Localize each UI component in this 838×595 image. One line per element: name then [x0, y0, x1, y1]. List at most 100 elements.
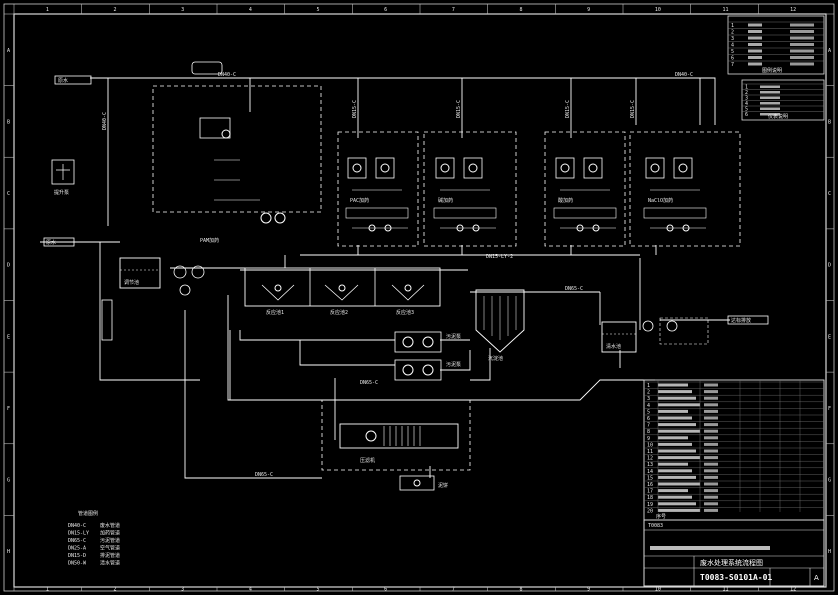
table-mid-row-num: 2	[745, 90, 748, 96]
title-block: 废水处理系统流程图 T0083-S0101A-01 A T0083	[643, 519, 825, 587]
table-top-cell	[790, 43, 814, 46]
project-code: T0083	[648, 523, 663, 529]
equipment-spec-cell	[704, 429, 718, 433]
main-pipe-network	[40, 77, 730, 479]
pipe-label-mid: DN15-LY-2	[486, 254, 513, 260]
package-box-1	[152, 85, 322, 213]
legend-code: DN25-A	[68, 546, 86, 552]
border-row-label: F	[828, 406, 831, 412]
drawing-number: T0083-S0101A-01	[700, 573, 772, 582]
equipment-spec-cell	[704, 423, 718, 427]
border-col-label: 2	[114, 587, 117, 593]
table-top-row-num: 3	[731, 36, 734, 42]
border-col-label: 5	[317, 587, 320, 593]
equipment-name-cell	[658, 475, 696, 479]
legend-code: DN15-D	[68, 553, 86, 559]
cake-label: 泥饼	[438, 482, 448, 489]
dosing-packages: PAC加药碱加药 酸加药 NaClO加药	[345, 157, 707, 232]
pipe-label-branch-4: DN15-C	[565, 100, 571, 118]
equipment-name-cell	[658, 429, 700, 433]
equipment-spec-cell	[704, 502, 718, 506]
equipment-name-cell	[658, 489, 688, 493]
equipment-name-cell	[658, 462, 688, 466]
table-top-cell	[748, 62, 762, 66]
dosing-label: 碱加药	[438, 197, 453, 204]
equipment-name-cell	[658, 449, 696, 453]
border-row-label: B	[828, 119, 831, 125]
equipment-row-num: 10	[647, 442, 653, 448]
border-col-label: 11	[723, 7, 729, 13]
equipment-name-cell	[658, 383, 688, 387]
legend-table-mid-title: 仪表说明	[768, 113, 788, 120]
regulating-tank-label: 调节池	[124, 279, 139, 286]
border-col-label: 6	[384, 7, 387, 13]
dosing-package: 碱加药	[433, 157, 497, 232]
border-col-label: 6	[384, 587, 387, 593]
dosing-package: NaClO加药	[643, 157, 707, 232]
pipe-label-branch-2: DN15-C	[352, 100, 358, 118]
title-bar-graphic	[650, 546, 770, 550]
equipment-spec-cell	[704, 469, 718, 473]
equipment-spec-cell	[704, 403, 718, 407]
pipe-labels: DN40-C DN40-C DN15-LY-2 DN65-C DN65-C DN…	[102, 72, 693, 478]
border-row-label: H	[7, 549, 10, 555]
border-col-label: 4	[249, 7, 252, 13]
equipment-name-cell	[658, 416, 692, 420]
table-top-cell	[748, 49, 762, 53]
equipment-row-num: 12	[647, 456, 653, 462]
equipment-row-num: 19	[647, 502, 653, 508]
equipment-row-num: 1	[647, 383, 650, 389]
table-top-row-num: 6	[731, 56, 734, 62]
border-col-label: 7	[452, 587, 455, 593]
equipment-list-footer: 序号	[656, 513, 666, 520]
table-mid-cell	[760, 96, 780, 99]
legend-code: DN65-C	[68, 538, 86, 544]
border-row-label: G	[828, 478, 831, 484]
table-mid-cell	[760, 91, 780, 94]
legend-code: DN40-C	[68, 523, 86, 529]
equipment-spec-cell	[704, 390, 718, 394]
inner-border	[13, 13, 827, 588]
table-top-cell	[748, 56, 762, 59]
package-box-4	[544, 131, 626, 247]
table-top-row-num: 7	[731, 62, 734, 68]
package-box-filter	[321, 399, 471, 471]
equipment-name-cell	[658, 469, 692, 473]
table-top-row-num: 2	[731, 30, 734, 36]
legend-text: 废水管道	[100, 522, 120, 529]
table-top-row-num: 4	[731, 43, 734, 49]
equipment-row-num: 15	[647, 475, 653, 481]
equipment-row-num: 13	[647, 462, 653, 468]
package-box-5	[629, 131, 741, 247]
raw-water-inlet: 原水	[43, 237, 75, 247]
legend-code: DN15-LY	[68, 531, 89, 537]
equipment-spec-cell	[704, 436, 718, 440]
border-row-label: A	[7, 48, 10, 54]
legend-table-top-title: 图例说明	[762, 67, 782, 74]
legend-code: DN50-W	[68, 561, 87, 567]
equipment-row-num: 3	[647, 396, 650, 402]
discharge-marker: 达标排放	[727, 315, 769, 325]
dosing-label: 酸加药	[558, 197, 573, 204]
equipment-spec-cell	[704, 495, 718, 499]
pipe-label-bottom: DN65-C	[255, 472, 273, 478]
border-col-label: 10	[655, 7, 661, 13]
drawing-title: 废水处理系统流程图	[700, 558, 763, 567]
sludge-pump-1-label: 污泥泵	[446, 333, 461, 340]
equipment-name-cell	[658, 403, 700, 407]
pipe-legend-title: 管道图例	[78, 510, 98, 517]
dosing-package: PAC加药	[345, 157, 409, 232]
table-top-row-num: 1	[731, 23, 734, 29]
package-boundaries	[152, 85, 741, 471]
reactor-train: 反应池1 反应池2 反应池3	[244, 267, 441, 316]
equipment-spec-cell	[704, 442, 718, 446]
dosing-package: 酸加药	[553, 157, 617, 232]
pipe-label-branch-3: DN15-C	[456, 100, 462, 118]
border-col-label: 2	[114, 7, 117, 13]
equipment-name-cell	[658, 442, 692, 446]
equipment-spec-cell	[704, 416, 718, 420]
border-row-label: H	[828, 549, 831, 555]
border-col-label: 9	[587, 587, 590, 593]
